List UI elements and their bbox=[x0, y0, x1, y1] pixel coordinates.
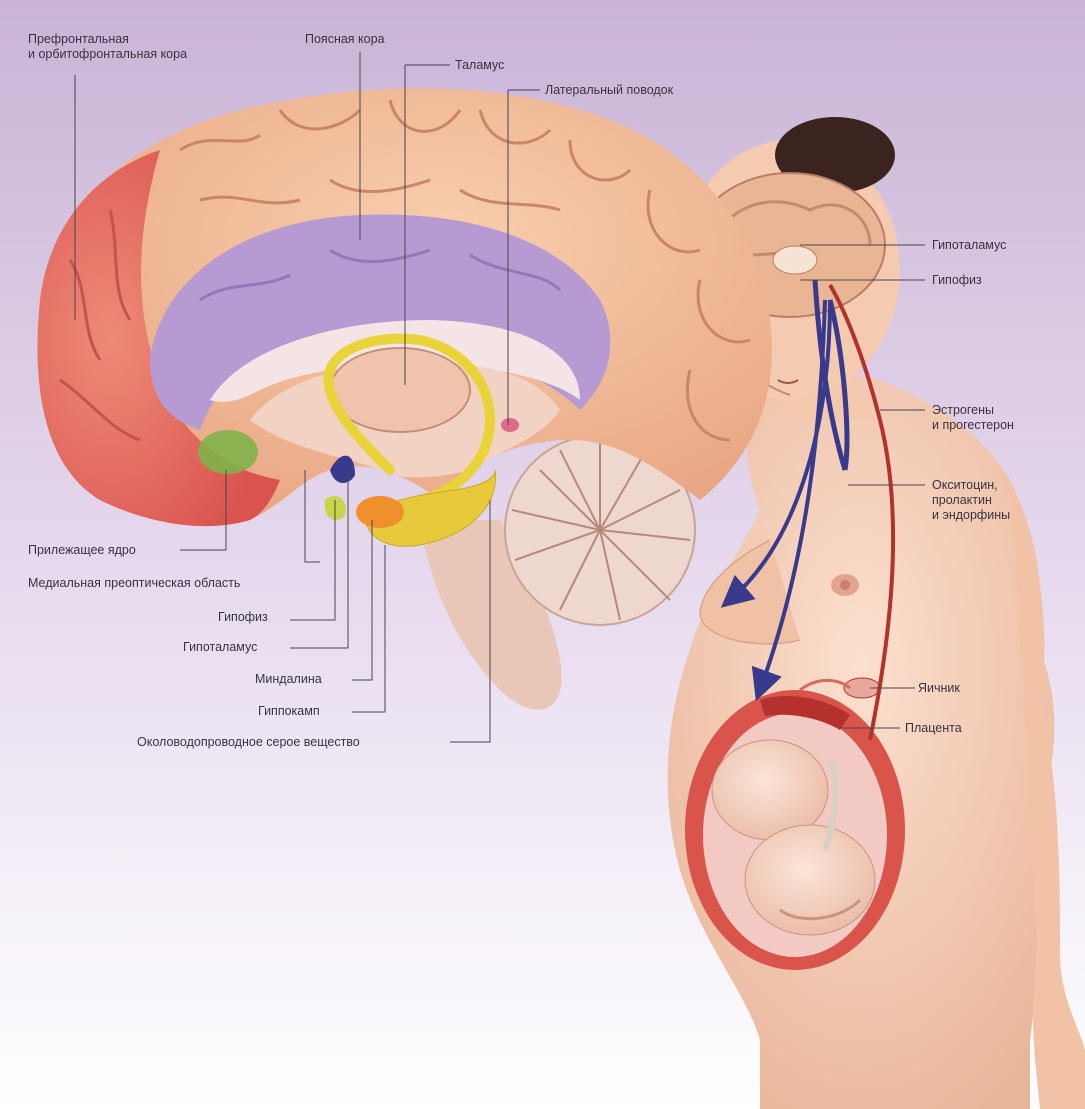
label-pituitary-right: Гипофиз bbox=[932, 273, 982, 288]
lateral-habenula bbox=[501, 418, 519, 432]
label-periaqueductal-gray: Околоводопроводное серое вещество bbox=[137, 735, 360, 750]
label-oxytocin-line2: пролактин bbox=[932, 493, 1010, 508]
label-nucleus-accumbens: Прилежащее ядро bbox=[28, 543, 136, 558]
label-lateral-habenula: Латеральный поводок bbox=[545, 83, 673, 98]
label-amygdala: Миндалина bbox=[255, 672, 322, 687]
label-estrogens-line2: и прогестерон bbox=[932, 418, 1014, 433]
label-prefrontal: Префронтальная и орбитофронтальная кора bbox=[28, 32, 187, 62]
label-prefrontal-line1: Префронтальная bbox=[28, 32, 187, 47]
label-cingulate: Поясная кора bbox=[305, 32, 385, 47]
label-oxytocin-line3: и эндорфины bbox=[932, 508, 1010, 523]
label-pituitary-left: Гипофиз bbox=[218, 610, 268, 625]
label-estrogens: Эстрогены и прогестерон bbox=[932, 403, 1014, 433]
label-thalamus: Таламус bbox=[455, 58, 504, 73]
label-placenta: Плацента bbox=[905, 721, 962, 736]
nucleus-accumbens bbox=[198, 430, 258, 474]
label-hypothalamus-right: Гипоталамус bbox=[932, 238, 1006, 253]
label-medial-preoptic: Медиальная преоптическая область bbox=[28, 576, 240, 591]
label-prefrontal-line2: и орбитофронтальная кора bbox=[28, 47, 187, 62]
label-oxytocin: Окситоцин, пролактин и эндорфины bbox=[932, 478, 1010, 523]
amygdala bbox=[356, 496, 404, 528]
label-ovary: Яичник bbox=[918, 681, 960, 696]
label-estrogens-line1: Эстрогены bbox=[932, 403, 1014, 418]
thalamus bbox=[330, 348, 470, 432]
label-oxytocin-line1: Окситоцин, bbox=[932, 478, 1010, 493]
label-hippocampus: Гиппокамп bbox=[258, 704, 320, 719]
label-hypothalamus-left: Гипоталамус bbox=[183, 640, 257, 655]
